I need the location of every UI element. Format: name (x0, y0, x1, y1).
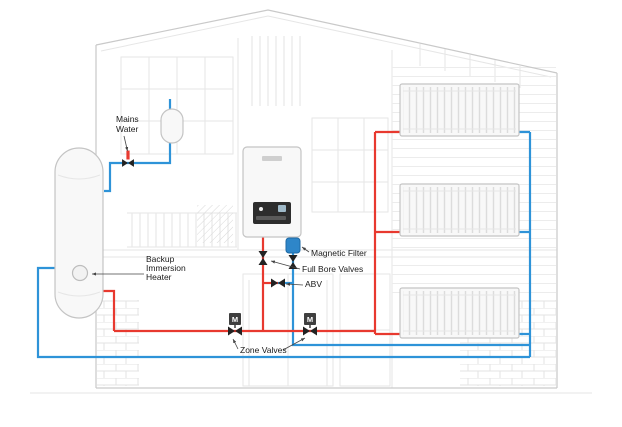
pipe-return-outer-loop (36, 266, 530, 359)
label-backup-line3: Heater (146, 272, 172, 282)
roof-outline (95, 9, 558, 74)
boiler-logo-area (262, 156, 282, 161)
pipe-radiator-flow-stubs (375, 130, 401, 336)
boiler-display-screen (278, 205, 286, 212)
zone-valve-left: M (228, 313, 242, 336)
abv-valve (271, 278, 285, 288)
mid-window-mullions (312, 118, 388, 212)
full-bore-valve-left (258, 251, 268, 265)
floor-band (96, 249, 557, 258)
radiator-2-rails (403, 190, 516, 230)
radiator-2-fins (403, 187, 516, 233)
radiator-1-rails (403, 90, 516, 130)
zone-valve-right: M (303, 313, 317, 336)
leader-mains-water (123, 135, 129, 152)
label-backup-line1: Backup (146, 254, 175, 264)
mains-stop-valve (122, 150, 134, 167)
brick-cladding-left (97, 300, 139, 386)
pipe-mains-water (104, 99, 172, 193)
leader-zone-valve-left (232, 338, 239, 350)
zone-valve-left-motor-box (229, 313, 241, 325)
label-zone-valves: Zone Valves (240, 345, 287, 355)
leader-full-bore-valves (270, 260, 301, 270)
roof-inner-line (100, 15, 552, 78)
mains-valve-lever (126, 150, 130, 160)
pipe-radiator-return-stubs (519, 130, 530, 336)
cylinder-seams (57, 174, 101, 297)
zone-valve-right-motor-label: M (307, 315, 313, 324)
annotations: Mains Water Backup Immersion Heater Magn… (92, 114, 367, 355)
boiler-display-dial (259, 207, 263, 211)
gable-planks (248, 36, 304, 106)
label-mains-water-line1: Mains (116, 114, 139, 124)
label-backup-line2: Immersion (146, 263, 186, 273)
label-abv: ABV (305, 279, 322, 289)
full-bore-valve-right (288, 255, 298, 269)
leader-abv (285, 282, 304, 286)
boiler (242, 146, 302, 238)
left-window-mullions (121, 57, 233, 154)
zone-valve-left-motor-label: M (232, 315, 238, 324)
radiator-2 (399, 183, 520, 237)
zone-valve-right-motor-box (304, 313, 316, 325)
expansion-vessel (160, 108, 184, 144)
wall-hatch-texture (197, 205, 233, 243)
immersion-heater-boss (71, 264, 89, 282)
cylinder-body (54, 147, 104, 319)
label-magnetic-filter: Magnetic Filter (311, 248, 367, 258)
magnetic-filter (285, 237, 301, 254)
pipe-cylinder-flow (103, 289, 116, 331)
leader-zone-valve-right (282, 337, 306, 351)
boiler-display-readout (256, 216, 286, 220)
radiator-3-rails (403, 294, 516, 332)
zone-valve-left-body (228, 326, 242, 336)
mid-window-frame (311, 117, 389, 213)
radiator-3 (399, 287, 520, 339)
radiator-1 (399, 83, 520, 137)
radiator-1-fins (403, 87, 516, 133)
label-full-bore-valves: Full Bore Valves (302, 264, 363, 274)
radiator-3-fins (403, 291, 516, 335)
hot-water-cylinder (54, 147, 104, 319)
zone-valve-right-body (303, 326, 317, 336)
label-mains-water-line2: Water (116, 124, 139, 134)
leader-magnetic-filter (301, 246, 310, 253)
